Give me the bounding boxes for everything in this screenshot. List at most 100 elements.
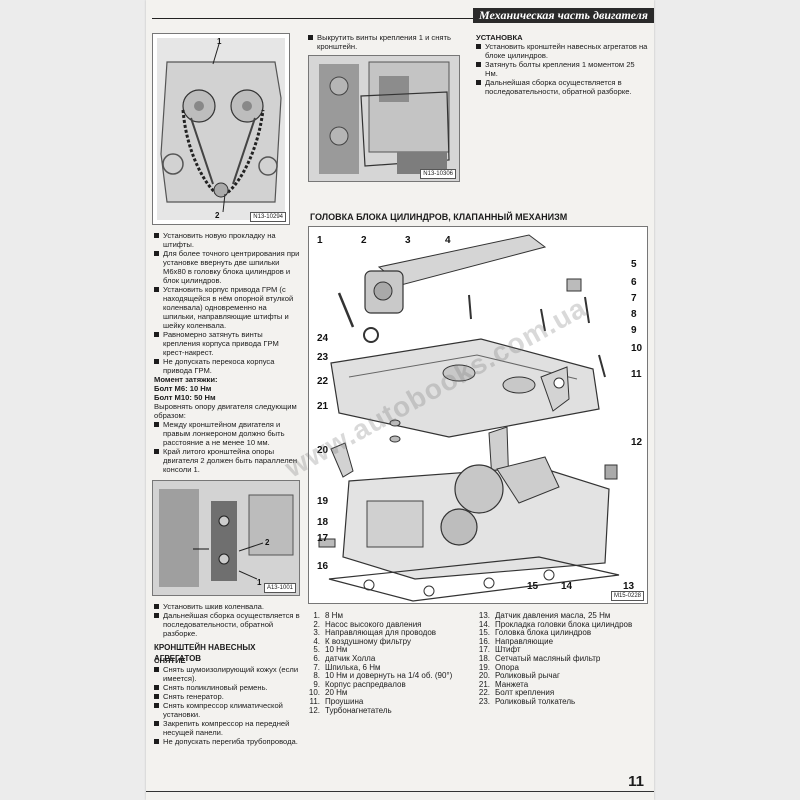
legend-row: 10.20 Нм bbox=[306, 689, 472, 698]
bullet-item: Дальнейшая сборка осуществляется в после… bbox=[476, 78, 648, 96]
legend-number: 20. bbox=[478, 671, 490, 681]
legend-text: Шпилька, 6 Нм bbox=[325, 662, 381, 672]
legend-text: Сетчатый масляный фильтр bbox=[495, 653, 601, 663]
bullet-item: Край литого кронштейна опоры двигателя 2… bbox=[154, 447, 300, 474]
legend-number: 16. bbox=[478, 636, 490, 646]
legend-row: 13.Датчик давления масла, 25 Нм bbox=[476, 611, 650, 621]
bullet-item: Затянуть болты крепления 1 моментом 25 Н… bbox=[476, 60, 648, 78]
fig3-callout-2: 2 bbox=[265, 538, 270, 547]
legend-number: 7. bbox=[313, 662, 320, 672]
callout-2: 2 bbox=[361, 235, 367, 246]
engine-mount-figure: 2 1 A13-1001 bbox=[152, 480, 300, 596]
legend-row: 22.Болт крепления bbox=[476, 689, 650, 698]
legend-number: 5. bbox=[313, 645, 320, 655]
legend-number: 18. bbox=[478, 653, 490, 663]
callout-14: 14 bbox=[561, 581, 573, 592]
legend-number: 6. bbox=[313, 653, 320, 663]
callout-5: 5 bbox=[631, 259, 637, 270]
legend-text: Направляющие bbox=[495, 636, 554, 646]
removal-title: СНЯТИЕ bbox=[154, 656, 186, 665]
figure-code: M15-0228 bbox=[610, 591, 644, 601]
bullet-item: Равномерно затянуть винты крепления корп… bbox=[154, 330, 300, 357]
callout-4: 4 bbox=[445, 235, 451, 246]
legend-text: 10 Нм и довернуть на 1/4 об. (90°) bbox=[325, 671, 453, 681]
figure-code: A13-1001 bbox=[263, 583, 296, 593]
bullet-item: Установить новую прокладку на штифты. bbox=[154, 231, 300, 249]
right-top-text: Выкрутить винты крепления 1 и снять крон… bbox=[308, 33, 468, 51]
callout-18: 18 bbox=[317, 517, 329, 528]
align-text: Выровнять опору двигателя следующим обра… bbox=[154, 402, 297, 420]
legend-text: Штифт bbox=[495, 645, 521, 655]
legend-text: Прокладка головки блока цилиндров bbox=[495, 619, 633, 629]
legend-row: 19.Опора bbox=[476, 662, 650, 673]
bullet-item: Выкрутить винты крепления 1 и снять крон… bbox=[308, 33, 468, 51]
legend-text: Опора bbox=[495, 662, 519, 672]
callout-24: 24 bbox=[317, 333, 329, 344]
bullet-item: Снять поликлиновый ремень. bbox=[154, 683, 300, 692]
callout-1: 1 bbox=[317, 235, 323, 246]
callout-21: 21 bbox=[317, 401, 329, 412]
callout-16: 16 bbox=[317, 561, 329, 572]
install-block: УСТАНОВКА Установить кронштейн навесных … bbox=[476, 33, 648, 96]
callout-19: 19 bbox=[317, 496, 329, 507]
callout-9: 9 bbox=[631, 325, 637, 336]
callout-12: 12 bbox=[631, 437, 643, 448]
bracket-removal: СНЯТИЕ Снять шумоизолирующий кожух (если… bbox=[154, 656, 300, 746]
bracket-drawing bbox=[309, 56, 459, 181]
callout-3: 3 bbox=[405, 235, 411, 246]
bullet-item: Установить шкив коленвала. bbox=[154, 602, 300, 611]
legend-text: Направляющая для проводов bbox=[325, 628, 437, 638]
legend-text: К воздушному фильтру bbox=[325, 636, 411, 646]
bracket-section-title: КРОНШТЕЙН НАВЕСНЫХ АГРЕГАТОВ bbox=[154, 643, 256, 663]
bullet-item: Не допускать перегиба трубопровода. bbox=[154, 737, 300, 746]
bullet-item: Между кронштейном двигателя и правым лон… bbox=[154, 420, 300, 447]
legend-row: 6.датчик Холла bbox=[306, 653, 472, 664]
callout-17: 17 bbox=[317, 533, 329, 544]
callout-6: 6 bbox=[631, 277, 637, 288]
figure-code: N13-10294 bbox=[250, 212, 286, 222]
bracket-photo-figure: N13-10306 bbox=[308, 55, 460, 182]
legend-text: Корпус распредвалов bbox=[325, 679, 406, 689]
legend-text: Турбонагнетатель bbox=[325, 705, 392, 715]
header-rule bbox=[152, 18, 654, 19]
legend-number: 2. bbox=[313, 619, 320, 629]
legend-text: Датчик давления масла, 25 Нм bbox=[495, 611, 611, 620]
callout-15: 15 bbox=[527, 581, 539, 592]
torque-m6: Болт М6: 10 Нм bbox=[154, 384, 212, 393]
bullet-item: Для более точного центрирования при уста… bbox=[154, 249, 300, 285]
legend-left: 1.8 Нм 2.Насос высокого давления 3.Напра… bbox=[306, 611, 472, 715]
legend-row: 1.8 Нм bbox=[306, 611, 472, 621]
legend-row: 16. Направляющие bbox=[476, 636, 650, 647]
legend-number: 21. bbox=[478, 679, 490, 689]
legend-row: 7. Шпилька, 6 Нм bbox=[306, 662, 472, 673]
legend-row: 2.Насос высокого давления bbox=[306, 619, 472, 630]
legend-number: 9. bbox=[313, 679, 320, 689]
legend-row: 15.Головка блока цилиндров bbox=[476, 629, 650, 638]
timing-chain-figure: 1 2 N13-10294 bbox=[152, 33, 290, 225]
legend-row: 21. Манжета bbox=[476, 679, 650, 690]
bullet-item: Закрепить компрессор на передней несущей… bbox=[154, 719, 300, 737]
legend-number: 12. bbox=[308, 705, 320, 715]
legend-row: 20. Роликовый рычаг bbox=[476, 672, 650, 681]
fig1-callout-2: 2 bbox=[215, 211, 220, 220]
legend-row: 18. Сетчатый масляный фильтр bbox=[476, 653, 650, 664]
legend-number: 22. bbox=[478, 688, 490, 698]
legend-text: 20 Нм bbox=[325, 688, 348, 698]
engine-mount-drawing: 2 1 bbox=[153, 481, 299, 595]
bullet-item: Дальнейшая сборка осуществляется в после… bbox=[154, 611, 300, 638]
bullet-item: Снять компрессор климатической установки… bbox=[154, 701, 300, 719]
legend-text: 8 Нм bbox=[325, 611, 343, 620]
legend-row: 8.10 Нм и довернуть на 1/4 об. (90°) bbox=[306, 672, 472, 681]
legend-number: 15. bbox=[478, 628, 490, 638]
legend-text: Проушина bbox=[325, 696, 364, 706]
callout-11: 11 bbox=[631, 369, 642, 380]
page-number: 11 bbox=[628, 773, 644, 790]
torque-m10: Болт М10: 50 Нм bbox=[154, 393, 216, 402]
legend-text: 10 Нм bbox=[325, 645, 348, 655]
callout-20: 20 bbox=[317, 445, 329, 456]
legend-text: Манжета bbox=[495, 679, 529, 689]
legend-text: Роликовый рычаг bbox=[495, 671, 560, 681]
